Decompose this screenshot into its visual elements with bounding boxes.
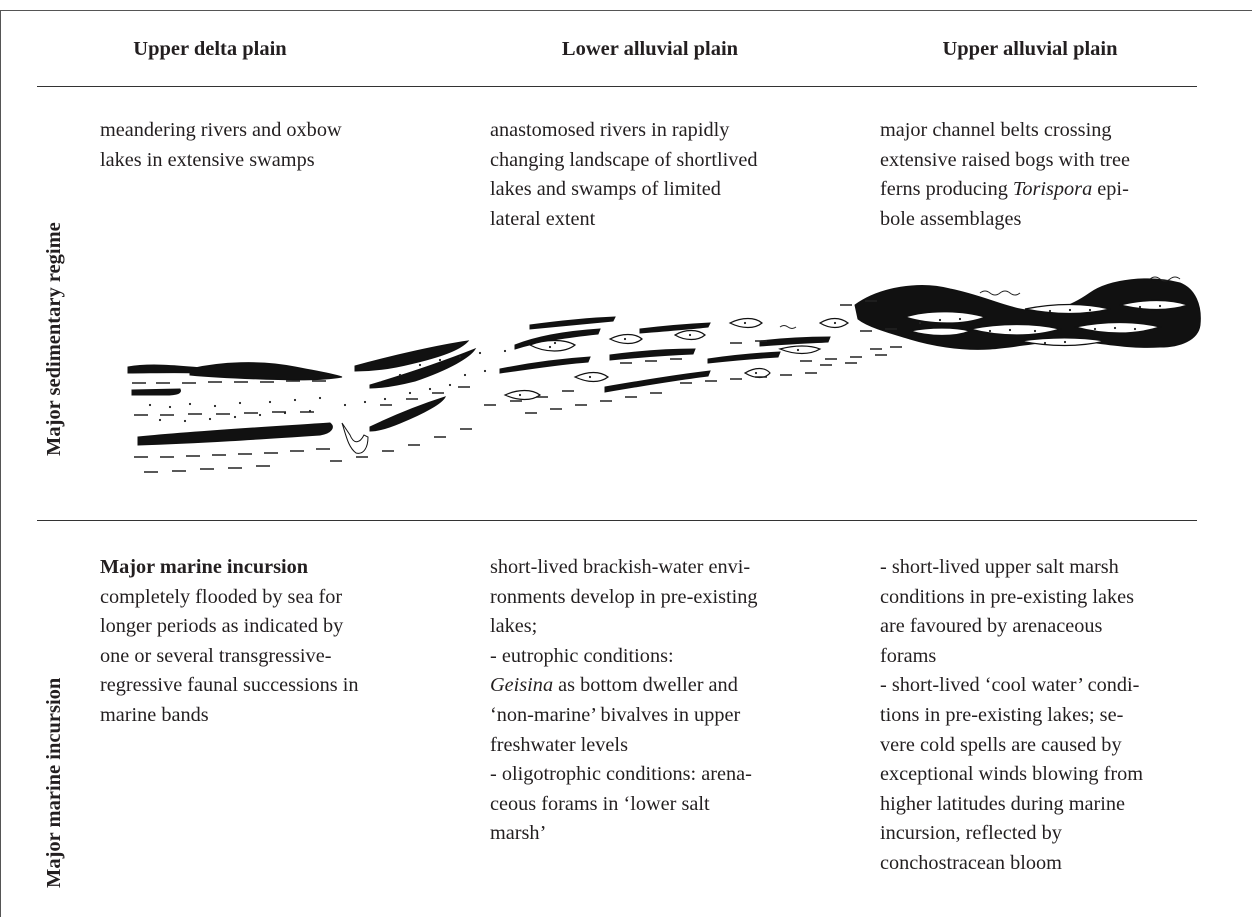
marine-incursion-heading: Major marine incursion — [100, 553, 359, 583]
marine-upper-delta-text: Major marine incursion completely floode… — [100, 553, 359, 731]
sedimentary-cross-section-drawing — [120, 265, 1210, 490]
row-label-major-sedimentary-regime: Major sedimentary regime — [43, 222, 66, 456]
column-header-upper-alluvial-plain: Upper alluvial plain — [880, 38, 1180, 61]
row-divider — [37, 520, 1197, 521]
header-divider — [37, 86, 1197, 87]
marine-upper-alluvial-text: - short-lived upper salt marsh condition… — [880, 553, 1143, 879]
torispora-term: Torispora — [1013, 178, 1092, 200]
geisina-term: Geisina — [490, 674, 553, 696]
column-header-lower-alluvial-plain: Lower alluvial plain — [500, 38, 800, 61]
frame-top-border — [0, 10, 1252, 11]
marine-lower-alluvial-text: short-lived brackish-water envi- ronment… — [490, 553, 758, 849]
sedimentary-upper-delta-text: meandering rivers and oxbow lakes in ext… — [100, 116, 342, 175]
sedimentary-upper-alluvial-text: major channel belts crossing extensive r… — [880, 116, 1130, 234]
row-label-major-marine-incursion: Major marine incursion — [43, 678, 66, 888]
frame-left-border — [0, 10, 1, 917]
sedimentary-lower-alluvial-text: anastomosed rivers in rapidly changing l… — [490, 116, 758, 234]
column-header-upper-delta-plain: Upper delta plain — [90, 38, 330, 61]
